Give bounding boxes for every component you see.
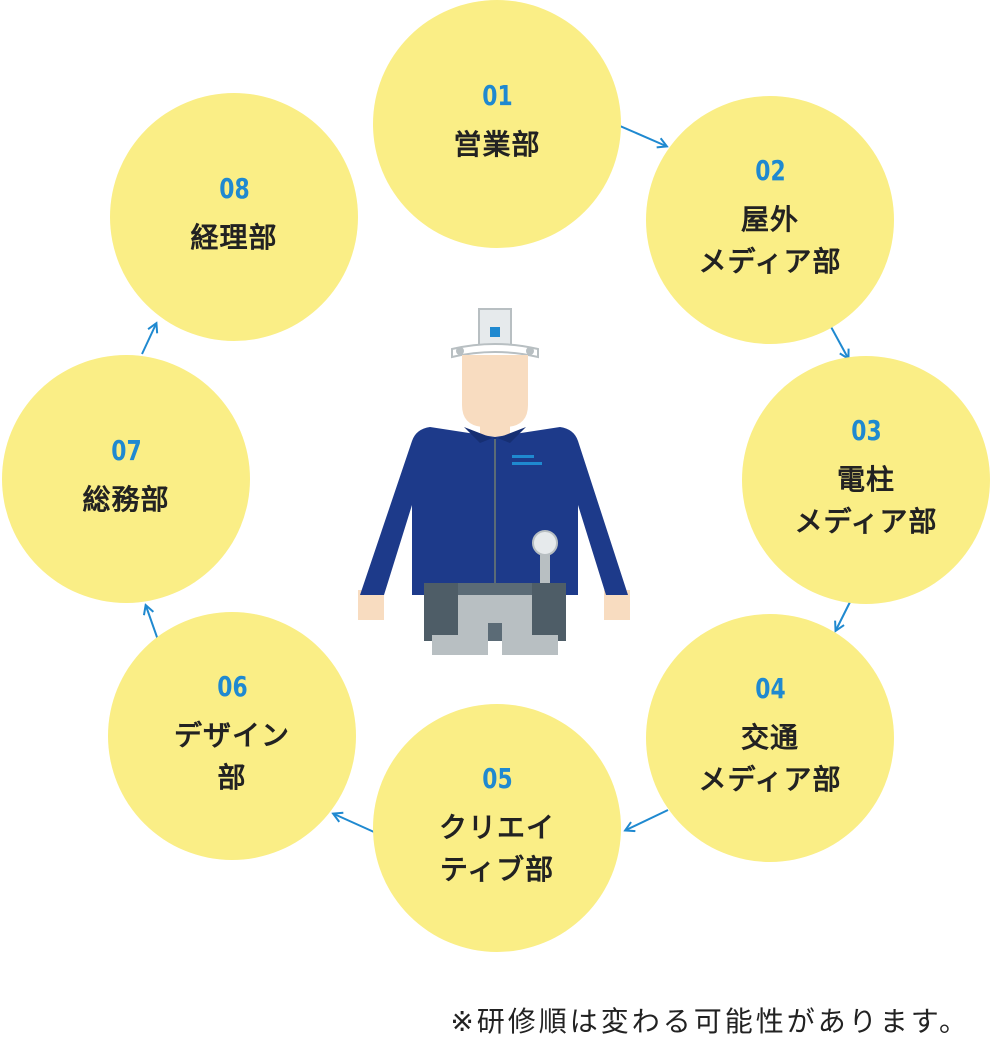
arrow-01-02 bbox=[619, 125, 666, 146]
helmet-lamp-light bbox=[490, 327, 500, 337]
department-name: 電柱 メディア部 bbox=[794, 463, 938, 538]
pants bbox=[432, 595, 558, 655]
department-number: 02 bbox=[754, 154, 786, 187]
belt-pouch-left bbox=[424, 583, 458, 641]
pocket-stripe-2 bbox=[512, 462, 542, 465]
footnote: ※研修順は変わる可能性があります。 bbox=[450, 1005, 970, 1038]
belt-pouch-right bbox=[532, 583, 566, 641]
arrow-06-07 bbox=[146, 606, 159, 641]
worker-illustration bbox=[358, 308, 630, 655]
department-number: 05 bbox=[481, 762, 513, 795]
department-number: 03 bbox=[850, 414, 882, 447]
department-number: 08 bbox=[218, 172, 250, 205]
wrench-head bbox=[532, 530, 558, 556]
department-circle-03: 03 電柱 メディア部 bbox=[742, 356, 990, 604]
department-circle-07: 07 総務部 bbox=[2, 355, 250, 603]
department-name: クリエイ ティブ部 bbox=[438, 811, 555, 886]
department-name: 営業部 bbox=[453, 128, 541, 161]
neck bbox=[480, 423, 510, 437]
wrench-handle bbox=[540, 545, 550, 585]
department-number: 06 bbox=[216, 670, 248, 703]
pocket-stripe-1 bbox=[512, 455, 534, 458]
department-name: 屋外 メディア部 bbox=[698, 203, 842, 278]
arrow-03-04 bbox=[836, 601, 851, 630]
department-name: 経理部 bbox=[190, 221, 278, 254]
department-name: 交通 メディア部 bbox=[698, 721, 842, 796]
arrow-02-03 bbox=[829, 324, 848, 358]
arrow-04-05 bbox=[626, 809, 669, 830]
department-circle-04: 04 交通 メディア部 bbox=[646, 614, 894, 862]
arrow-07-08 bbox=[141, 324, 156, 355]
helmet-clip-right bbox=[526, 347, 534, 355]
arrow-05-06 bbox=[334, 814, 375, 833]
department-circle-01: 01 営業部 bbox=[373, 0, 621, 248]
department-circle-02: 02 屋外 メディア部 bbox=[646, 96, 894, 344]
collar bbox=[464, 427, 526, 443]
department-name: 総務部 bbox=[82, 483, 170, 516]
department-number: 04 bbox=[754, 672, 786, 705]
department-number: 07 bbox=[110, 434, 142, 467]
department-number: 01 bbox=[481, 79, 513, 112]
department-circle-05: 05 クリエイ ティブ部 bbox=[373, 704, 621, 952]
department-circle-08: 08 経理部 bbox=[110, 93, 358, 341]
head bbox=[462, 355, 528, 427]
department-circle-06: 06 デザイン 部 bbox=[108, 612, 356, 860]
helmet-clip-left bbox=[456, 347, 464, 355]
helmet-brim bbox=[451, 343, 539, 359]
department-name: デザイン 部 bbox=[173, 719, 290, 794]
